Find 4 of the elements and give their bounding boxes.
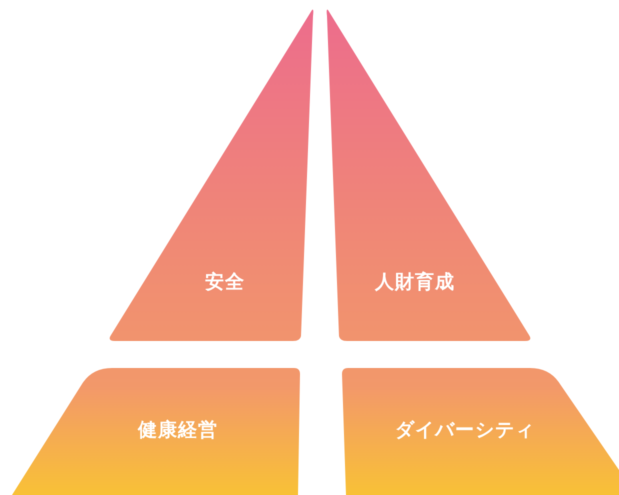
pillar-label: 健康経営 [138, 418, 218, 443]
pillar-label: 人財育成 [375, 270, 455, 295]
pillar-label: 安全 [205, 270, 245, 295]
pillar-label: ダイバーシティ [395, 418, 535, 443]
